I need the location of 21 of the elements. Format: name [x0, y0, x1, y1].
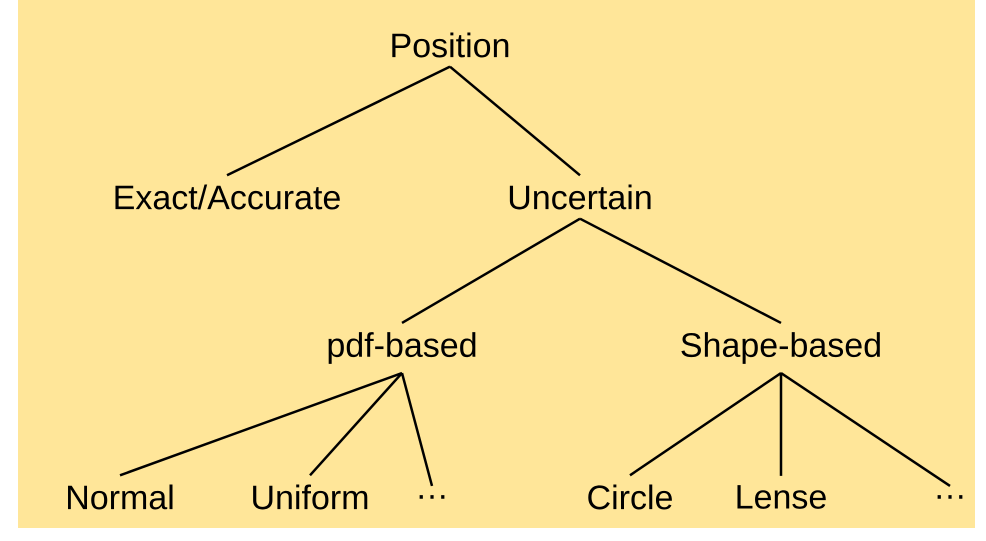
tree-label: pdf-based: [328, 332, 476, 364]
tree-label: Normal: [68, 484, 172, 510]
tree-line: [226, 66, 451, 176]
tree-label: Shape-based: [681, 332, 880, 364]
tree-label: Uniform: [253, 484, 368, 510]
tree-label: Circle: [588, 484, 672, 510]
tree-line: [120, 372, 402, 476]
tree-label: …: [420, 495, 444, 499]
tree-line: [579, 218, 782, 324]
tree-label: …: [938, 495, 962, 499]
tree-label: Position: [392, 32, 508, 58]
tree-label: Uncertain: [510, 184, 651, 210]
tree-line: [629, 372, 782, 476]
tree-label: Exact/Accurate: [115, 184, 340, 210]
tree-line: [309, 372, 403, 476]
tree-label: Lense: [737, 485, 826, 509]
tree-line: [400, 372, 434, 486]
tree-line: [401, 218, 581, 324]
tree-line: [449, 66, 581, 176]
tree-line: [780, 372, 951, 487]
tree-line: [780, 373, 782, 476]
